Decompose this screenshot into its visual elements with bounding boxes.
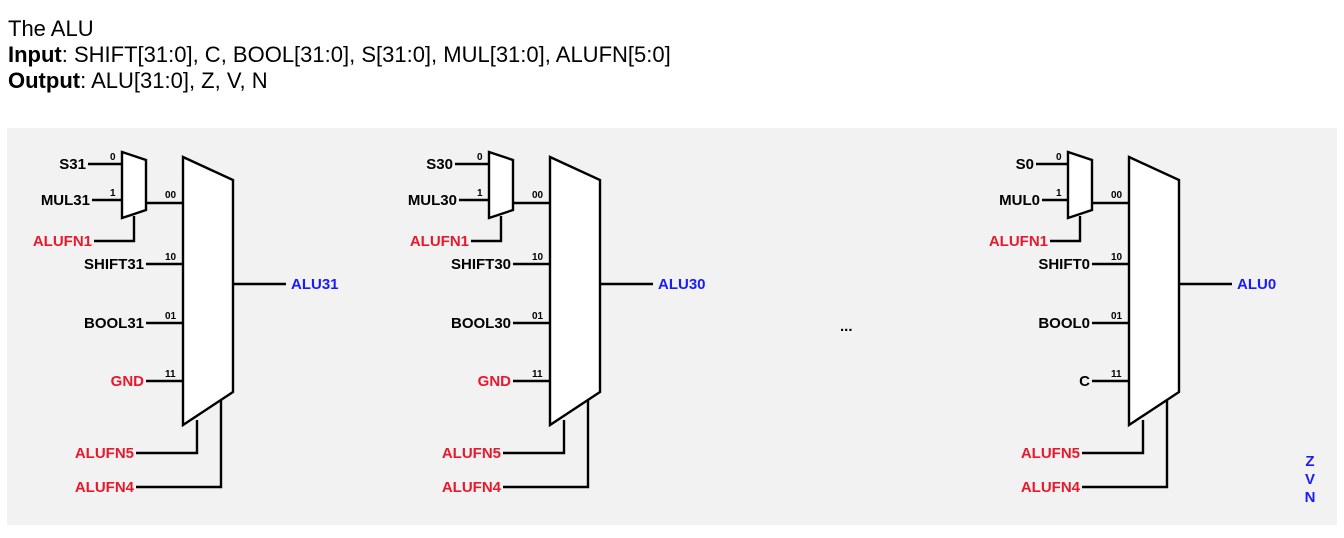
output-value: : ALU[31:0], Z, V, N [80, 68, 268, 93]
label-bool: BOOL30 [451, 315, 511, 332]
big-mux [181, 155, 235, 428]
mux-sel-0: 0 [477, 152, 483, 163]
label-shift: SHIFT30 [451, 256, 511, 273]
label-out: ALU31 [291, 276, 339, 293]
mux-sel-1: 1 [477, 188, 483, 199]
mux-sel-10: 10 [532, 252, 544, 263]
label-bool: BOOL31 [84, 315, 144, 332]
label-s: S0 [1016, 156, 1034, 173]
mux-sel-10: 10 [165, 252, 177, 263]
label-in11: C [1079, 373, 1090, 390]
flag-v: V [1305, 471, 1315, 488]
mux-sel-00: 00 [165, 190, 177, 201]
label-shift: SHIFT0 [1038, 256, 1090, 273]
label-out: ALU30 [658, 276, 706, 293]
label-alufn5: ALUFN5 [442, 445, 501, 462]
big-mux [1127, 155, 1181, 428]
mux-sel-1: 1 [110, 188, 116, 199]
label-alufn1: ALUFN1 [410, 233, 469, 250]
label-alufn1: ALUFN1 [989, 233, 1048, 250]
mux-sel-11: 11 [1111, 369, 1122, 380]
big-mux [548, 155, 602, 428]
mux-sel-11: 11 [165, 369, 176, 380]
label-in11: GND [478, 373, 512, 390]
title: The ALU [8, 16, 94, 41]
label-bool: BOOL0 [1038, 315, 1090, 332]
mux-sel-10: 10 [1111, 252, 1123, 263]
mux-sel-0: 0 [1056, 152, 1062, 163]
mux-sel-00: 00 [532, 190, 544, 201]
input-line: Input: SHIFT[31:0], C, BOOL[31:0], S[31:… [8, 42, 671, 68]
mux-sel-1: 1 [1056, 188, 1062, 199]
label-alufn4: ALUFN4 [442, 479, 502, 496]
header: The ALU Input: SHIFT[31:0], C, BOOL[31:0… [8, 16, 671, 94]
label-in11: GND [111, 373, 145, 390]
label-alufn4: ALUFN4 [75, 479, 135, 496]
slice-30: 0 1 00 10 01 11 S30 MUL30 ALUFN1 SHIFT30… [408, 150, 706, 496]
label-s: S31 [59, 156, 86, 173]
small-mux [487, 150, 515, 220]
label-s: S30 [426, 156, 453, 173]
mux-sel-0: 0 [110, 152, 116, 163]
label-mul: MUL0 [999, 192, 1040, 209]
label-shift: SHIFT31 [84, 256, 144, 273]
mux-sel-01: 01 [1111, 311, 1123, 322]
label-out: ALU0 [1237, 276, 1276, 293]
small-mux [1066, 150, 1094, 220]
input-value: : SHIFT[31:0], C, BOOL[31:0], S[31:0], M… [61, 42, 671, 67]
flag-z: Z [1305, 453, 1314, 470]
ellipsis: ... [840, 318, 853, 335]
input-label: Input [8, 42, 62, 67]
mux-sel-01: 01 [165, 311, 177, 322]
label-alufn5: ALUFN5 [75, 445, 134, 462]
label-alufn1: ALUFN1 [33, 233, 92, 250]
output-label: Output [8, 68, 81, 93]
output-line: Output: ALU[31:0], Z, V, N [8, 68, 671, 94]
slice-31: 0 1 00 10 01 11 S31 MUL31 ALUFN1 SHIFT31… [33, 150, 339, 496]
mux-sel-11: 11 [532, 369, 543, 380]
label-alufn5: ALUFN5 [1021, 445, 1080, 462]
label-mul: MUL31 [41, 192, 90, 209]
small-mux [120, 150, 148, 220]
label-mul: MUL30 [408, 192, 457, 209]
mux-sel-00: 00 [1111, 190, 1123, 201]
mux-sel-01: 01 [532, 311, 544, 322]
slice-0: 0 1 00 10 01 11 S0 MUL0 ALUFN1 SHIFT0 BO… [989, 150, 1276, 496]
flag-n: N [1305, 489, 1316, 506]
label-alufn4: ALUFN4 [1021, 479, 1081, 496]
